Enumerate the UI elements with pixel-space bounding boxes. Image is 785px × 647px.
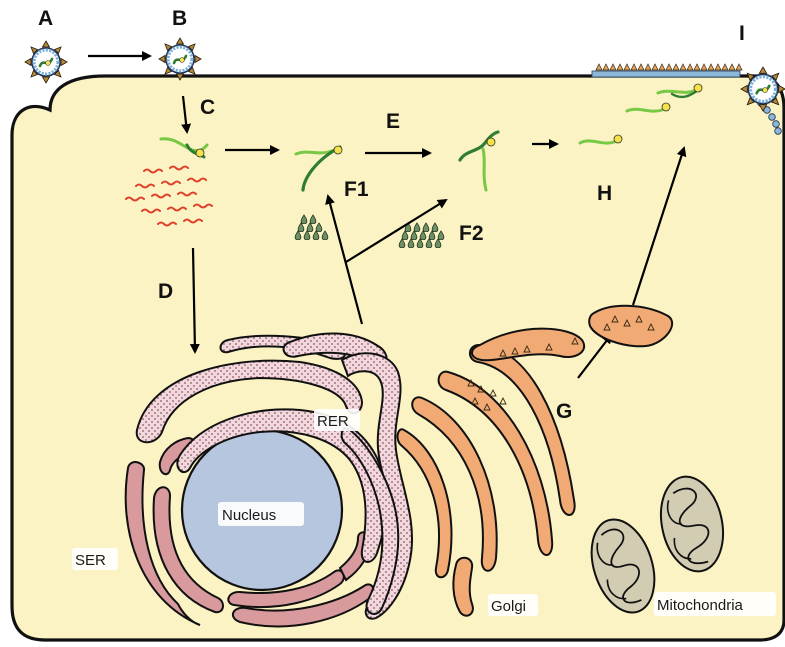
virion-icon-a bbox=[25, 41, 67, 83]
glycoprotein-triangle-icon bbox=[624, 64, 630, 70]
glycoprotein-triangle-icon bbox=[722, 64, 728, 70]
ser-label: SER bbox=[75, 552, 106, 569]
glycoprotein-triangle-icon bbox=[659, 64, 665, 70]
glycoprotein-triangle-icon bbox=[596, 64, 602, 70]
step-label-g: G bbox=[556, 400, 572, 423]
glycoprotein-triangle-icon bbox=[652, 64, 658, 70]
glycoprotein-triangle-icon bbox=[610, 64, 616, 70]
mitochondria-label: Mitochondria bbox=[657, 597, 744, 614]
golgi-label: Golgi bbox=[491, 598, 526, 615]
glycoprotein-triangle-icon bbox=[736, 64, 742, 70]
glycoprotein-triangle-icon bbox=[666, 64, 672, 70]
glycoprotein-triangle-icon bbox=[638, 64, 644, 70]
glycoprotein-triangle-icon bbox=[729, 64, 735, 70]
step-label-d: D bbox=[158, 280, 173, 303]
step-label-i: I bbox=[739, 22, 745, 45]
glycoprotein-triangle-icon bbox=[708, 64, 714, 70]
glycoprotein-triangle-icon bbox=[603, 64, 609, 70]
step-label-a: A bbox=[38, 7, 53, 30]
glycoprotein-triangle-icon bbox=[631, 64, 637, 70]
step-label-e: E bbox=[386, 110, 400, 133]
glycoprotein-triangle-icon bbox=[701, 64, 707, 70]
step-label-b: B bbox=[172, 7, 187, 30]
glycoprotein-triangle-icon bbox=[617, 64, 623, 70]
glycoprotein-triangle-icon bbox=[694, 64, 700, 70]
virion-icon-i bbox=[741, 67, 785, 111]
step-label-c: C bbox=[200, 96, 215, 119]
glycoprotein-triangle-icon bbox=[715, 64, 721, 70]
step-label-f2: F2 bbox=[459, 222, 484, 245]
nucleus-label: Nucleus bbox=[222, 507, 276, 524]
step-label-h: H bbox=[597, 182, 612, 205]
glycoprotein-triangle-icon bbox=[687, 64, 693, 70]
virion-icon-b bbox=[159, 38, 201, 80]
glycoprotein-triangle-icon bbox=[645, 64, 651, 70]
step-label-f1: F1 bbox=[344, 178, 369, 201]
glycoprotein-triangle-icon bbox=[680, 64, 686, 70]
rer-label: RER bbox=[317, 413, 349, 430]
glycoprotein-triangle-icon bbox=[673, 64, 679, 70]
